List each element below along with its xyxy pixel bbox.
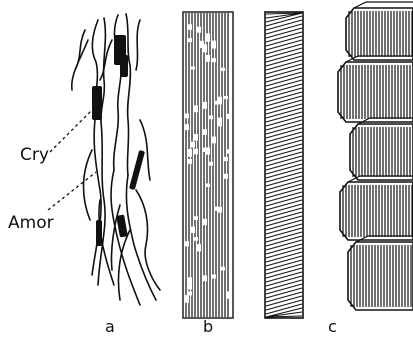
chain-fold [194,134,198,140]
chain-fold [191,67,195,70]
chain-fold [212,137,216,144]
chain-fold [212,43,216,48]
chain-fold [194,149,198,155]
chain-fold [194,237,198,241]
chain-fold [227,291,231,298]
chain-fold [188,38,192,42]
chain-fold [185,241,189,246]
chain-fold [209,115,213,119]
chain-fold [215,207,219,211]
chain-fold [227,114,231,119]
chain-fold [185,124,189,130]
chain-fold [209,162,213,166]
chain-fold [191,142,195,148]
lamella [338,56,413,122]
chain-fold [188,291,192,295]
chain-fold [218,118,222,126]
chain-fold [206,37,210,42]
annotation-amor: Amor [8,213,54,233]
panel-label-a: a [105,317,115,336]
chain-fold [188,159,192,164]
panel-c-extended-chain [265,12,303,318]
chain-fold [221,68,225,71]
chain-fold [197,27,201,33]
annotation-cry: Cry [20,145,49,165]
chain-fold [188,149,192,157]
chain-fold [185,113,189,118]
panel-label-b: b [203,317,213,336]
panel-label-c: c [328,317,337,336]
panel-b-folded-chains [183,12,233,318]
chain-fold [197,244,201,251]
chain-fold [188,283,192,289]
chain-fold [224,157,228,161]
chain-fold [227,149,231,153]
chain-fold [206,183,210,187]
chain-fold [203,129,207,135]
chain-fold [188,277,192,283]
chain-fold [221,267,225,271]
chain-fold [203,275,207,281]
lamella [346,2,413,60]
chain-fold [212,58,216,62]
chain-fold [185,295,189,303]
chain-fold [206,55,210,62]
chain-fold [191,227,195,233]
chain-fold [194,216,198,220]
chain-fold [194,105,198,112]
chain-fold [218,97,222,105]
lamella [350,118,413,180]
lamella [340,176,413,240]
chain-fold [224,174,228,179]
chain-fold [203,219,207,225]
lamella [348,236,413,310]
chain-fold [200,41,204,48]
chain-fold [212,275,216,279]
panel-c-stacked-lamellae [338,2,413,310]
chain-fold [203,102,207,109]
chain-fold [203,148,207,152]
chain-fold [224,96,228,99]
chain-fold [188,24,192,30]
